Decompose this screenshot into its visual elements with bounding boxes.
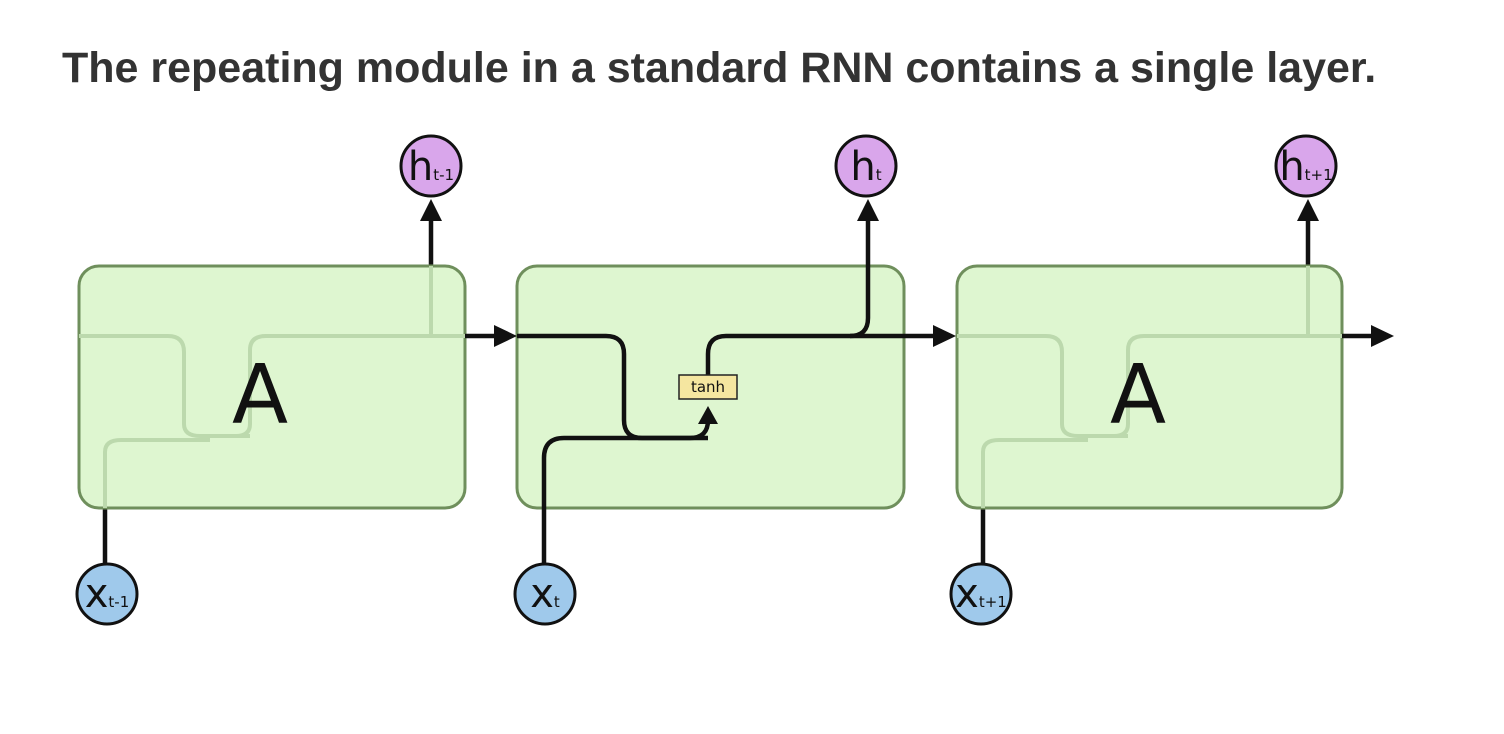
- connector-1-2-arrowhead: [494, 325, 517, 347]
- output-node-h-t: ht: [834, 134, 898, 198]
- svg-text:ht-1: ht-1: [408, 144, 454, 190]
- input-node-x-t: xt: [513, 562, 577, 626]
- input-xt-path: [541, 416, 711, 565]
- page-title: The repeating module in a standard RNN c…: [62, 44, 1377, 92]
- svg-text:ht: ht: [850, 144, 881, 190]
- connector-2-3-arrowhead: [933, 325, 956, 347]
- cell-3-ghost-wiring: [957, 266, 1342, 508]
- output-node-1-sub: t-1: [433, 166, 454, 184]
- input-node-2-sub: t: [554, 593, 560, 611]
- svg-text:xt-1: xt-1: [85, 571, 130, 617]
- rnn-cell-1: A: [77, 199, 467, 565]
- output-node-h-t-minus-1: ht-1: [399, 134, 463, 198]
- cell-3-box: [955, 264, 1344, 510]
- tanh-layer: tanh: [678, 374, 738, 400]
- cell-3-label: A: [1110, 348, 1166, 443]
- output-node-1-main: h: [408, 144, 433, 190]
- connector-3-out-arrowhead: [1371, 325, 1394, 347]
- rnn-cell-2: tanh: [515, 199, 936, 565]
- svg-text:xt+1: xt+1: [955, 571, 1007, 617]
- cell-1-output-arrowhead: [420, 199, 442, 221]
- output-node-2-main: h: [850, 144, 875, 190]
- input-node-3-sub: t+1: [979, 593, 1007, 611]
- output-node-2-sub: t: [876, 166, 882, 184]
- tanh-input-arrowhead: [698, 406, 718, 424]
- input-node-1-main: x: [85, 571, 109, 617]
- svg-text:ht+1: ht+1: [1279, 144, 1332, 190]
- cell-3-output-arrowhead: [1297, 199, 1319, 221]
- cell-1-label: A: [232, 348, 288, 443]
- svg-text:xt: xt: [530, 571, 560, 617]
- input-node-1-sub: t-1: [108, 593, 129, 611]
- output-ht-path: [849, 220, 871, 339]
- output-node-3-main: h: [1279, 144, 1304, 190]
- input-node-x-t-plus-1: xt+1: [949, 562, 1013, 626]
- cell-2-output-arrowhead: [857, 199, 879, 221]
- tanh-layer-box: [678, 374, 738, 400]
- hidden-state-out-path: [705, 333, 936, 375]
- rnn-cell-3: A: [955, 199, 1344, 565]
- input-node-3-main: x: [955, 571, 979, 617]
- cell-1-box: [77, 264, 467, 510]
- tanh-layer-label: tanh: [691, 378, 725, 396]
- cell-1-ghost-wiring: [79, 266, 465, 508]
- output-node-h-t-plus-1: ht+1: [1274, 134, 1338, 198]
- input-node-x-t-minus-1: xt-1: [75, 562, 139, 626]
- input-node-2-main: x: [530, 571, 554, 617]
- output-node-3-sub: t+1: [1305, 166, 1333, 184]
